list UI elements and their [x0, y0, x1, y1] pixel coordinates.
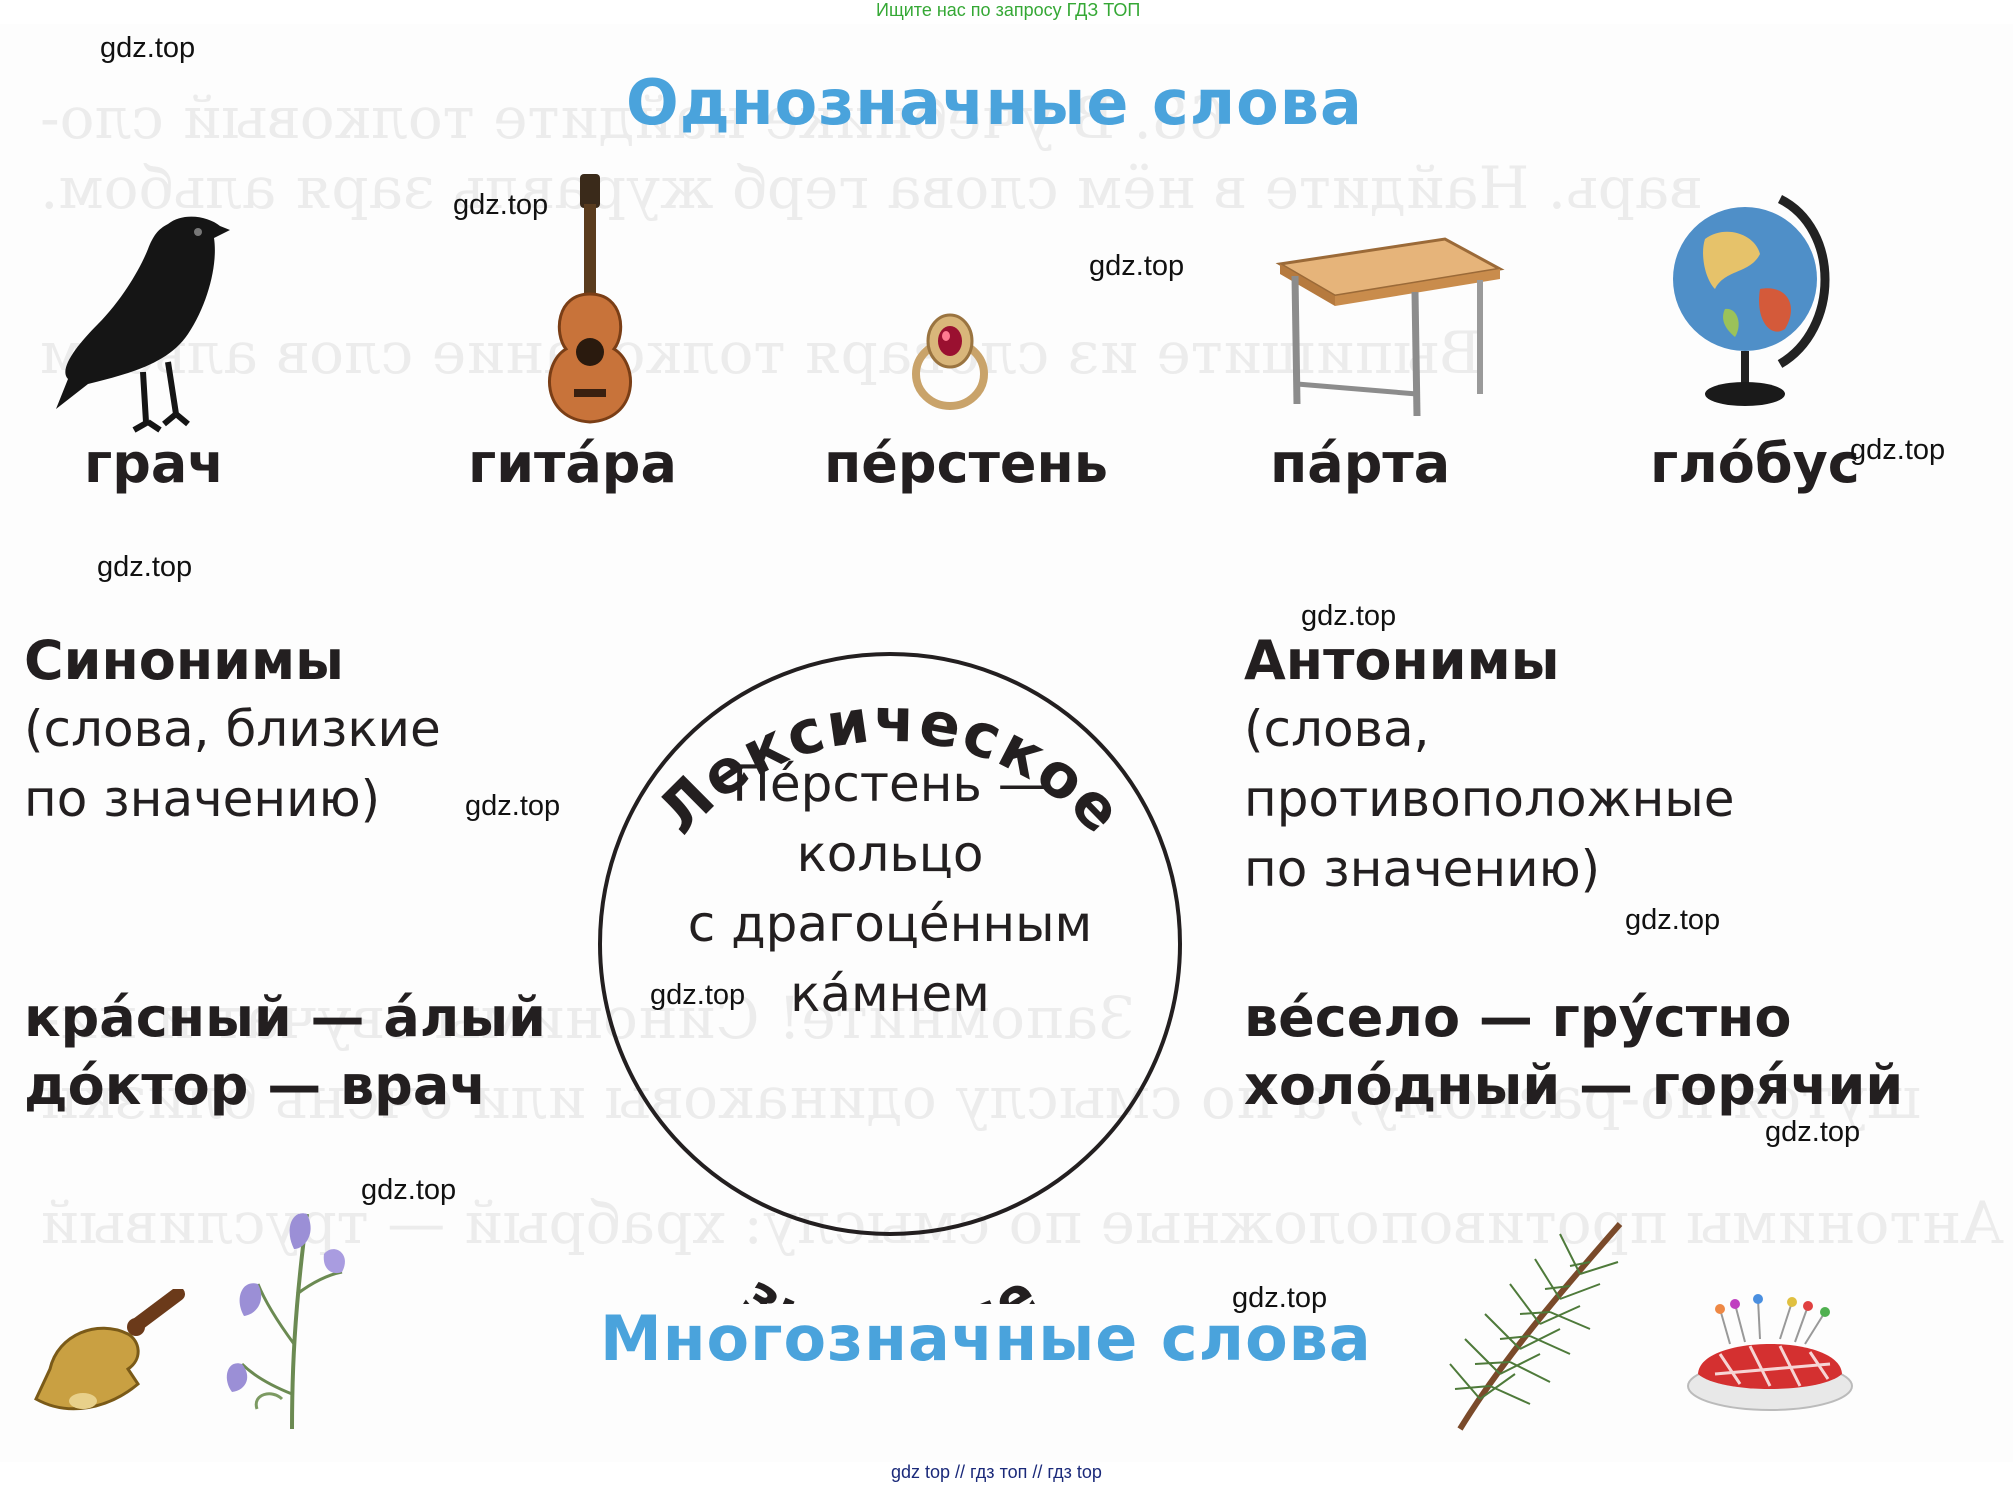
monosemantic-heading: Однозначные слова: [626, 66, 1363, 139]
textbook-page: 68. В учебнике найдите толковый сло- вар…: [0, 24, 2013, 1462]
antonyms-title: Антонимы: [1244, 629, 1560, 692]
meaning-circle: [598, 652, 1182, 1236]
lexical-meaning-diagram: Лексическое значение: [598, 652, 1182, 1304]
definition-line: кольцо: [796, 825, 984, 883]
definition-line: с драгоце́нным: [687, 895, 1093, 953]
antonyms-examples: ве́село — гру́стно холо́дный — горя́чий: [1244, 984, 1903, 1120]
antonyms-desc-line: противоположные: [1244, 770, 1735, 828]
word-label-desk: па́рта: [1270, 432, 1451, 495]
watermark: gdz.top: [361, 1174, 457, 1206]
word-label-ring: пе́рстень: [824, 432, 1108, 495]
bell-icon: [34, 1289, 185, 1411]
synonyms-examples: кра́сный — а́лый до́ктор — врач: [24, 984, 546, 1120]
synonyms-title: Синонимы: [24, 629, 344, 692]
watermark: gdz.top: [97, 551, 193, 583]
watermark: gdz.top: [1625, 904, 1721, 936]
rook-bird-icon: [56, 216, 230, 433]
synonym-pair: до́ктор — врач: [24, 1054, 487, 1117]
antonym-pair: ве́село — гру́стно: [1244, 986, 1792, 1049]
synonyms-desc-line: (слова, близкие: [24, 700, 441, 758]
pine-branch-icon: [1449, 1222, 1623, 1431]
watermark: gdz.top: [1232, 1282, 1328, 1314]
word-label-guitar: гита́ра: [468, 432, 677, 495]
synonyms-desc-line: по значению): [24, 770, 381, 828]
pincushion-icon: [1687, 1294, 1853, 1411]
antonyms-desc: (слова, противоположные по значению): [1244, 694, 1735, 904]
arc-bottom-label: значение: [732, 1262, 1048, 1304]
watermark: gdz.top: [1301, 600, 1397, 632]
watermark: gdz.top: [453, 189, 549, 221]
word-label-globe: гло́бус: [1650, 432, 1860, 495]
bottom-note: gdz top // гдз топ // гдз top: [891, 1462, 1102, 1482]
school-desk-icon: [1275, 237, 1505, 417]
watermark: gdz.top: [1850, 434, 1946, 466]
ring-icon: [912, 313, 988, 410]
polysemantic-heading: Многозначные слова: [600, 1302, 1372, 1375]
watermark: gdz.top: [465, 790, 561, 822]
globe-icon: [1673, 194, 1830, 406]
bleed-through-text: варь. Найдите в нём слова герб журавль з…: [40, 154, 1703, 222]
antonym-pair: холо́дный — горя́чий: [1244, 1054, 1904, 1117]
watermark: gdz.top: [1089, 250, 1185, 282]
word-label-rook: грач: [84, 432, 225, 495]
bellflower-icon: [226, 1213, 345, 1430]
antonyms-desc-line: (слова,: [1244, 700, 1430, 758]
watermark: gdz.top: [650, 979, 746, 1011]
definition-text: Пе́рстень — кольцо с драгоце́нным ка́мне…: [610, 749, 1170, 1029]
top-note: Ищите нас по запросу ГДЗ ТОП: [876, 0, 1141, 20]
bleed-through-text: Выпишите из словаря толкование слов альб…: [40, 319, 1482, 387]
synonyms-desc: (слова, близкие по значению): [24, 694, 441, 834]
synonym-pair: кра́сный — а́лый: [24, 986, 546, 1049]
antonyms-desc-line: по значению): [1244, 840, 1601, 898]
watermark: gdz.top: [100, 32, 196, 64]
definition-line: ка́мнем: [790, 965, 990, 1023]
watermark: gdz.top: [1765, 1116, 1861, 1148]
definition-line: Пе́рстень —: [732, 755, 1048, 813]
guitar-icon: [548, 174, 632, 424]
